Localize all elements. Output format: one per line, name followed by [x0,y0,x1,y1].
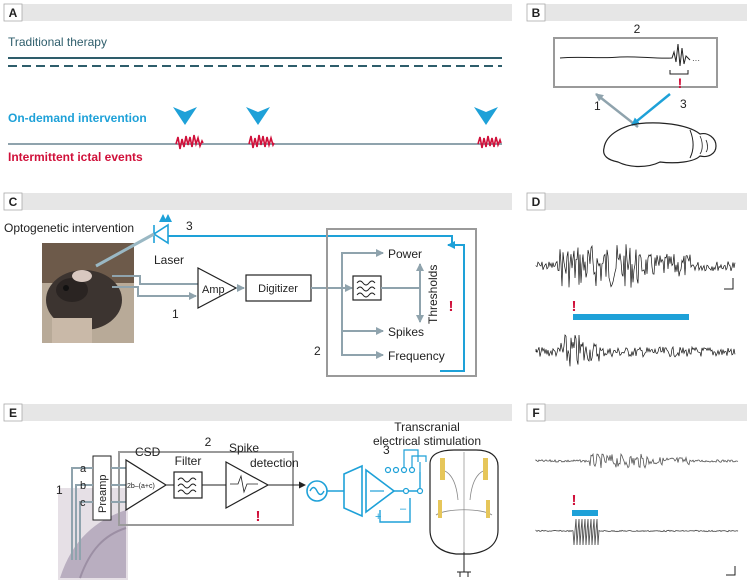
preamp-label: Preamp [97,474,109,513]
mouse-photo [42,243,134,343]
intervention-marker-1 [173,107,197,125]
b-monitor-box [553,37,718,88]
b-trace-dots: ··· [692,56,700,65]
spike-label-2: detection [250,456,299,470]
digitizer-label: Digitizer [258,283,298,295]
d-scale-bar [724,278,734,290]
frequency-label: Frequency [388,349,445,363]
b-eeg-trace [559,43,691,67]
optic-fiber [95,232,155,268]
panel-a-header: A [3,3,512,22]
panel-d: ! [535,244,736,367]
laser-diode [152,214,172,245]
c-step-1: 1 [172,307,179,321]
f-stimulation-bar [572,510,598,516]
d-alert: ! [572,298,577,315]
e-alert: ! [256,508,261,525]
e-step-1: 1 [56,483,63,497]
spike-label-1: Spike [229,441,259,455]
b-step-2: 2 [634,22,641,36]
f-alert: ! [572,492,577,509]
panel-e-header: E [3,403,512,422]
c-recording-line [112,286,197,300]
skull-drawing [429,449,499,577]
ictal-burst-1 [175,134,204,150]
c-alert: ! [449,298,454,315]
thresholds-label: Thresholds [426,265,440,324]
ictal-burst-2 [248,134,275,149]
e-processing-box [118,451,294,526]
intervention-marker-2 [246,107,270,125]
power-label: Power [388,247,422,261]
panel-f-letter: F [532,406,539,420]
tes-label-1: Transcranial [394,420,460,434]
f-scale-bar [726,566,736,576]
c-step-3: 3 [186,219,193,233]
ictal-events-label: Intermittent ictal events [8,150,143,164]
panel-c: Optogenetic intervention Laser 3 1 [4,214,477,377]
intervention-marker-3 [474,107,498,125]
panel-a: Traditional therapy On-demand interventi… [8,35,502,164]
panel-b-header: B [526,3,747,22]
laser-label: Laser [154,253,184,267]
on-demand-label: On-demand intervention [8,111,147,125]
c-step-2: 2 [314,344,321,358]
panel-c-header: C [3,192,512,211]
b-detection-bracket [669,70,689,75]
c-detection-box [326,228,477,377]
preamp-box [92,455,112,521]
amp-label: Amp [202,284,225,296]
d-eeg-trace-bottom [535,334,736,367]
e-step-2: 2 [205,435,212,449]
f-trace-bottom [535,518,739,546]
b-arrow-3 [631,93,671,126]
panel-d-header: D [526,192,747,211]
panel-e-letter: E [9,406,17,420]
panel-a-letter: A [9,6,18,20]
c-feedback-line-top [168,235,453,245]
channel-c-label: c [80,497,86,509]
plus-label: + [375,511,381,523]
e-step-3: 3 [383,443,390,457]
panel-f-header: F [526,403,747,422]
panel-c-letter: C [9,195,18,209]
minus-label: – [400,503,407,515]
d-stimulation-bar [573,314,689,320]
b-alert: ! [678,75,683,91]
brain-cerebellum-line [689,129,694,159]
amp-triangle [197,267,238,309]
ictal-burst-3 [477,135,502,149]
stimulator-body [343,464,363,518]
b-step-3: 3 [680,97,687,111]
brain-outline [603,122,717,168]
panel-e: a b c 1 Preamp 2 CSD 2b–(a+c) Filter Spi… [56,420,499,580]
panel-b: 2 ··· ! 1 3 [553,22,718,168]
panel-b-letter: B [532,6,541,20]
csd-label: CSD [135,445,161,459]
channel-a-label: a [80,463,87,475]
csd-triangle [125,458,168,512]
csd-formula: 2b–(a+c) [127,483,155,490]
digitizer-box [245,274,312,302]
filter-label: Filter [175,454,202,468]
stimulator-amp [365,468,396,514]
d-eeg-trace-top [535,244,736,288]
b-step-1: 1 [594,99,601,113]
c-feedback-line-right [440,241,465,372]
b-arrow-1 [595,93,639,128]
optogenetic-title: Optogenetic intervention [4,221,134,235]
traditional-therapy-label: Traditional therapy [8,35,107,49]
panel-f: ! [535,452,739,576]
f-trace-top [535,452,739,469]
spikes-label: Spikes [388,325,424,339]
tes-label-2: electrical stimulation [373,434,481,448]
panel-d-letter: D [532,195,541,209]
channel-b-label: b [80,480,86,492]
